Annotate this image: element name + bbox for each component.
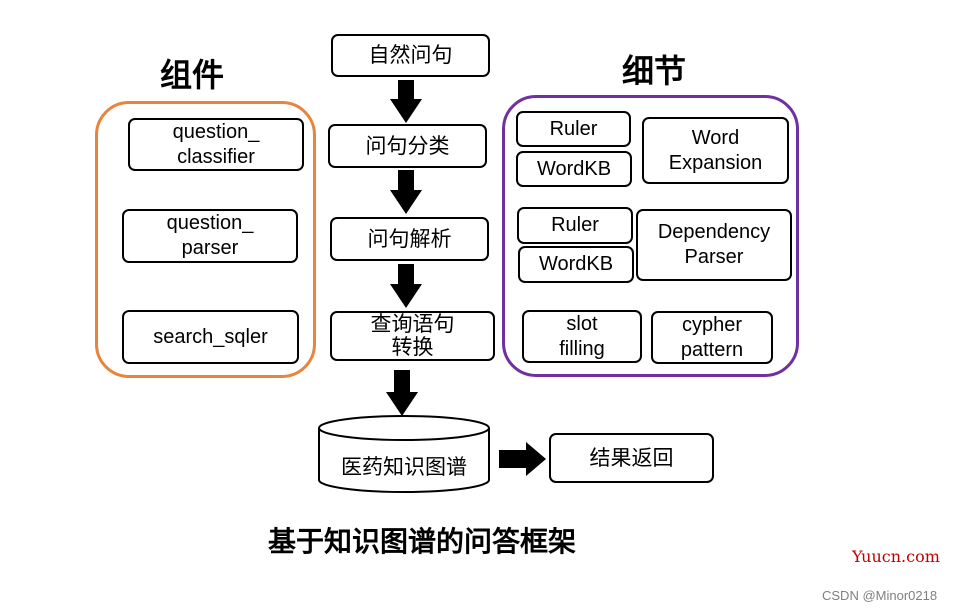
details-heading: 细节 (622, 52, 687, 90)
word-expansion-box: Word Expansion (642, 117, 789, 184)
arrow-down-2 (390, 170, 422, 214)
dependency-parser-label: Dependency Parser (657, 221, 771, 268)
classifier-wordkb-label: WordKB (536, 157, 612, 180)
step-question-classification-label: 问句分类 (365, 133, 450, 158)
step-question-parsing-label: 问句解析 (367, 226, 452, 251)
word-expansion-label: Word Expansion (668, 126, 763, 174)
question-classifier-box: question_ classifier (128, 118, 304, 171)
step-question-classification: 问句分类 (328, 124, 487, 168)
question-parser-box: question_ parser (122, 209, 298, 263)
cypher-pattern-box: cypher pattern (651, 311, 773, 364)
watermark-author: CSDN @Minor0218 (822, 588, 938, 603)
search-sqler-label: search_sqler (153, 325, 268, 348)
question-parser-label: question_ parser (166, 212, 254, 259)
diagram-caption: 基于知识图谱的问答框架 (268, 525, 577, 558)
parser-wordkb-label: WordKB (538, 253, 614, 275)
arrow-down-4 (386, 370, 418, 416)
watermark-site: Yuucn.com (852, 547, 940, 566)
database-label: 医药知识图谱 (341, 455, 467, 479)
components-heading: 组件 (160, 56, 225, 94)
arrow-right (499, 442, 546, 476)
classifier-ruler-box: Ruler (516, 111, 631, 147)
cypher-pattern-label: cypher pattern (680, 313, 744, 361)
step-natural-question-label: 自然问句 (368, 43, 453, 68)
details-group (502, 95, 799, 377)
parser-ruler-box: Ruler (517, 207, 633, 244)
classifier-ruler-label: Ruler (549, 117, 598, 140)
slot-filling-label: slot filling (559, 312, 605, 360)
arrow-down-1 (390, 80, 422, 123)
parser-ruler-label: Ruler (551, 214, 599, 236)
parser-wordkb-box: WordKB (518, 246, 634, 283)
result-label: 结果返回 (589, 445, 674, 470)
arrow-down-3 (390, 264, 422, 308)
step-query-conversion: 查询语句 转换 (330, 311, 495, 361)
question-classifier-label: question_ classifier (172, 120, 260, 168)
components-group (95, 101, 316, 378)
result-box: 结果返回 (549, 433, 714, 483)
step-query-conversion-label: 查询语句 转换 (370, 311, 455, 359)
database-cylinder (318, 415, 490, 493)
step-natural-question: 自然问句 (331, 34, 490, 77)
step-question-parsing: 问句解析 (330, 217, 489, 261)
dependency-parser-box: Dependency Parser (636, 209, 792, 281)
classifier-wordkb-box: WordKB (516, 151, 632, 187)
slot-filling-box: slot filling (522, 310, 642, 363)
search-sqler-box: search_sqler (122, 310, 299, 364)
